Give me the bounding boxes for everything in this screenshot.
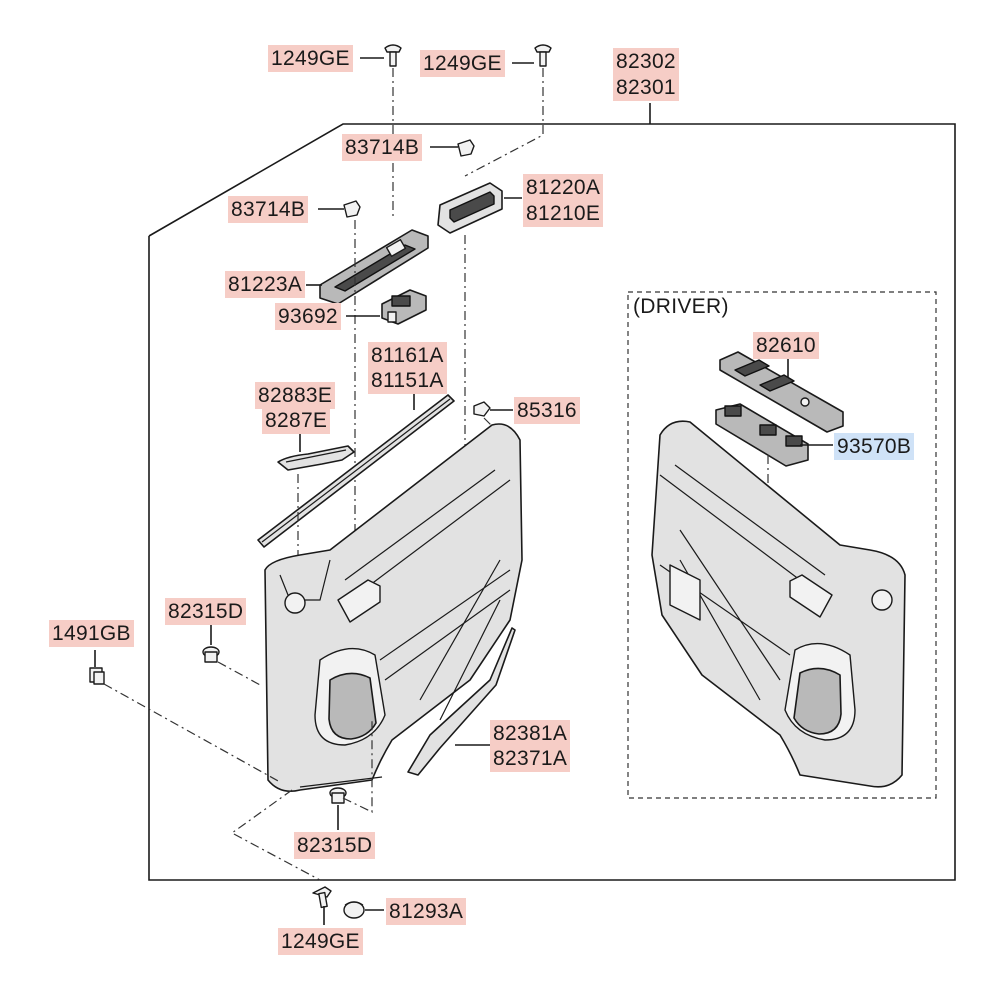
door-trim-panel [264,423,523,793]
fastener-82315d-a [202,646,220,663]
clip-85316 [473,401,491,417]
clip-83714b-a [457,139,475,157]
label-1249ge-a[interactable]: 1249GE [268,45,353,72]
label-83714b-a[interactable]: 83714B [342,134,423,161]
label-82301[interactable]: 82301 [613,74,679,101]
label-83714b-b[interactable]: 83714B [228,196,309,223]
label-81293a[interactable]: 81293A [386,898,467,925]
dash-85316 [483,417,499,433]
label-81210e[interactable]: 81210E [523,200,604,227]
label-81220a[interactable]: 81220A [523,174,604,201]
lower-trim-strip [407,627,516,776]
label-81151a[interactable]: 81151A [368,367,447,394]
label-81161a[interactable]: 81161A [368,342,447,369]
dash-82315d-b [342,720,373,813]
label-85316[interactable]: 85316 [514,397,580,424]
label-82371a[interactable]: 82371A [490,745,571,772]
label-93692[interactable]: 93692 [275,303,341,330]
screw-1249ge-c [312,886,332,909]
fastener-82315d-b [329,787,347,804]
cap-81293a [343,901,365,919]
driver-frame [627,291,937,799]
assembly-frame [148,123,956,881]
dash-82315d-a [217,661,263,687]
label-82315d-a[interactable]: 82315D [165,598,247,625]
pull-handle [277,445,355,471]
weatherstrip [257,394,455,548]
inner-handle-bezel [437,182,503,234]
switch-93692 [381,289,427,325]
label-81223a[interactable]: 81223A [225,271,306,298]
label-82883e[interactable]: 82883E [255,382,336,409]
driver-door-trim-panel [651,420,906,788]
clip-83714b-b [343,200,361,218]
label-1491gb[interactable]: 1491GB [49,620,134,647]
dash-1249ge-c [230,789,321,881]
driver-switch-93570b [715,403,809,467]
label-82302[interactable]: 82302 [613,48,679,75]
screw-1249ge-a [384,44,402,67]
label-8287e[interactable]: 8287E [262,407,331,434]
dash-1249ge-b [464,68,544,177]
label-82381a[interactable]: 82381A [490,720,571,747]
screw-1249ge-b [534,44,552,67]
driver-label: (DRIVER) [633,295,729,318]
driver-switch-bezel [719,351,844,433]
label-82315d-b[interactable]: 82315D [294,832,376,859]
label-1249ge-c[interactable]: 1249GE [278,928,363,955]
label-82610[interactable]: 82610 [753,332,819,359]
label-93570b[interactable]: 93570B [834,433,915,460]
dash-1491gb [103,683,281,783]
label-1249ge-b[interactable]: 1249GE [420,50,505,77]
retainer-1491gb [89,667,105,685]
